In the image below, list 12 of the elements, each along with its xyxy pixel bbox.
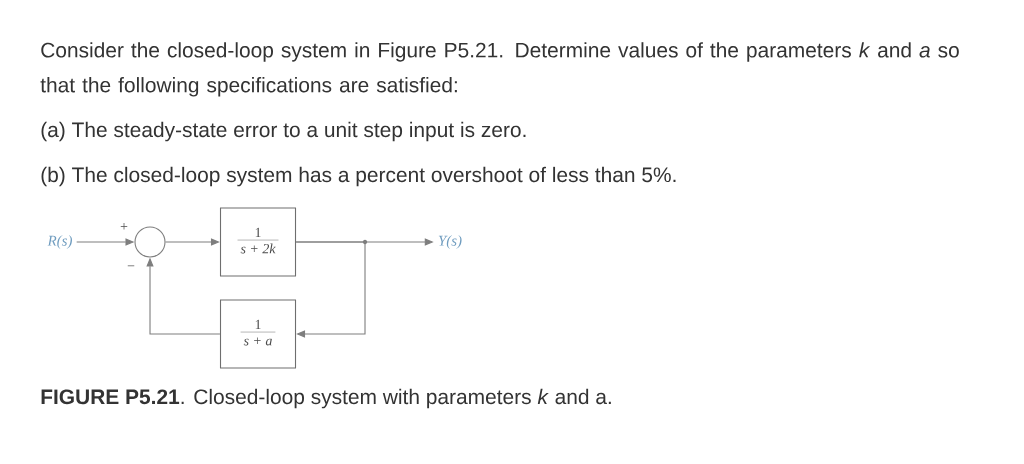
question-text: Consider the closed-loop system in Figure P5.21. Determine values of the parameters k and a so that the following specifications are satisfied: <box>40 42 959 97</box>
figure-caption: FIGURE P5.21. Closed-loop system with parameters k and a. <box>41 388 611 409</box>
transfer-function-box: 1 s + 2k <box>219 207 297 277</box>
signal-label: Y(s) <box>438 235 462 249</box>
specification-text: (a) The steady-state error to a unit step input is zero. <box>41 121 526 142</box>
transfer-function-box: 1 s + a <box>219 299 297 369</box>
specification-text: (b) The closed-loop system has a percent overshoot of less than 5%. <box>41 166 676 187</box>
sign-label: − <box>127 265 135 267</box>
sign-label: + <box>120 223 128 230</box>
arrow <box>295 241 366 338</box>
summing-junction <box>134 226 166 258</box>
signal-label: R(s) <box>47 235 72 249</box>
